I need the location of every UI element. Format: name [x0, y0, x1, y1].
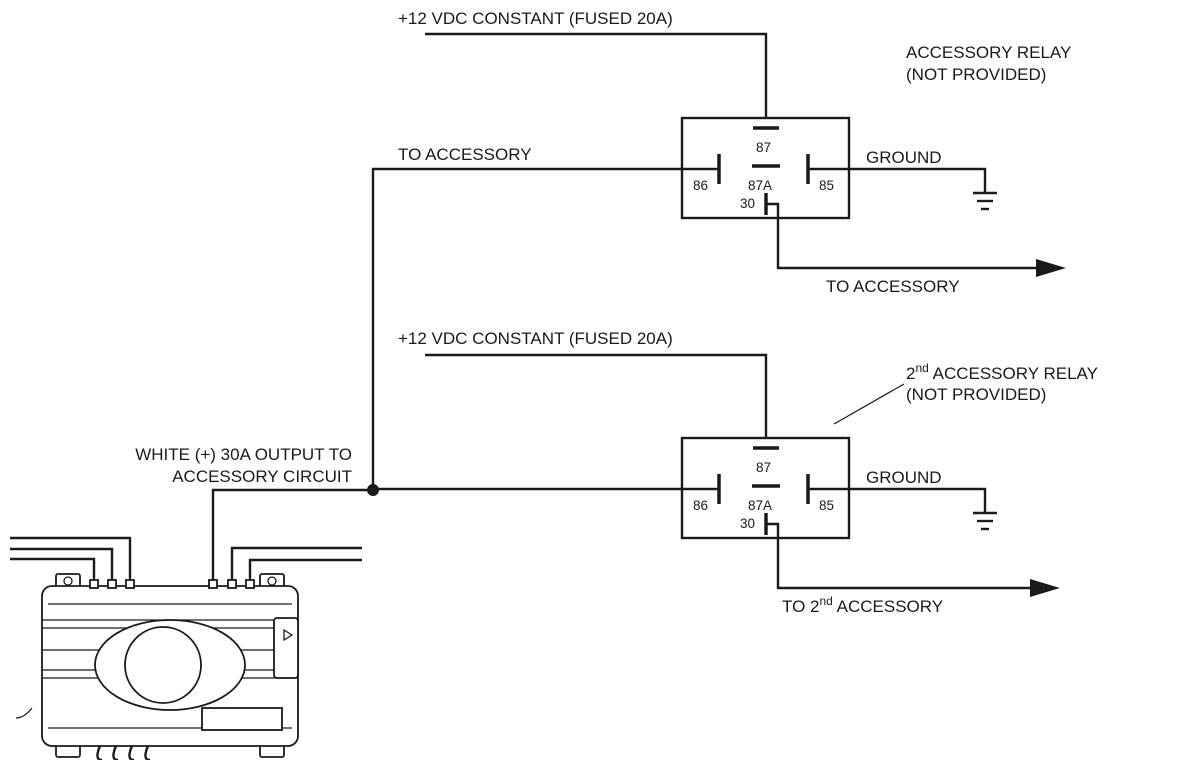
white-output-wire: [211, 488, 373, 584]
accessory-relay-2: +12 VDC CONSTANT (FUSED 20A) 2nd ACCESSO…: [373, 329, 1098, 616]
module-side-connector: [273, 617, 299, 679]
relay1-pin-30: 30: [740, 196, 755, 211]
module-top-connector-pins: [89, 579, 255, 589]
module-output-label-line2: ACCESSORY CIRCUIT: [172, 467, 352, 486]
relay2-pin-30: 30: [740, 516, 755, 531]
wire-junction-dot: [367, 484, 379, 496]
relay1-pin-86: 86: [693, 178, 708, 193]
relay2-ground-label: GROUND: [866, 468, 942, 487]
relay1-output-label: TO ACCESSORY: [826, 277, 960, 296]
relay2-pin-87a: 87A: [748, 498, 772, 513]
relay2-supply-label: +12 VDC CONSTANT (FUSED 20A): [398, 329, 673, 348]
relay1-pin-87: 87: [756, 140, 771, 155]
relay2-title-line2: (NOT PROVIDED): [906, 385, 1046, 404]
relay2-pin-87: 87: [756, 460, 771, 475]
relay2-supply-wire: [425, 353, 768, 448]
arrow-right-icon: [1036, 259, 1066, 277]
relay1-supply-label: +12 VDC CONSTANT (FUSED 20A): [398, 9, 673, 28]
module-logo-circle: [124, 626, 202, 704]
relay1-pin-87a: 87A: [748, 178, 772, 193]
module-output-label-line1: WHITE (+) 30A OUTPUT TO: [135, 445, 352, 464]
module-label-plate: [201, 707, 283, 731]
relay2-ground-wire: [808, 487, 987, 512]
relay1-pin86-wire: [371, 167, 719, 490]
relay1-supply-wire: [425, 32, 768, 128]
ground-symbol-icon: [973, 191, 997, 211]
left-harness-wires: [10, 536, 132, 584]
module-side-wire: [15, 707, 33, 719]
module-bottom-wire-loops: [96, 745, 151, 760]
relay2-pin-85: 85: [819, 498, 834, 513]
relay1-pin-85: 85: [819, 178, 834, 193]
relay1-output-wire: [766, 202, 1040, 270]
ground-symbol-icon: [973, 511, 997, 531]
relay2-output-label: TO 2nd ACCESSORY: [782, 594, 943, 616]
relay1-input-label: TO ACCESSORY: [398, 145, 532, 164]
relay2-pin-86: 86: [693, 498, 708, 513]
relay2-leader-line: [833, 383, 905, 425]
relay2-title-line1: 2nd ACCESSORY RELAY: [906, 361, 1098, 383]
module-led-icon: [283, 628, 294, 642]
remote-start-module: WHITE (+) 30A OUTPUT TO ACCESSORY CIRCUI…: [10, 445, 379, 760]
accessory-relay-1: +12 VDC CONSTANT (FUSED 20A) ACCESSORY R…: [371, 9, 1071, 490]
relay1-title-line2: (NOT PROVIDED): [906, 65, 1046, 84]
right-harness-wires: [230, 546, 362, 584]
arrow-right-icon: [1030, 579, 1060, 597]
relay2-output-wire: [766, 522, 1034, 590]
relay1-title-line1: ACCESSORY RELAY: [906, 43, 1071, 62]
relay1-ground-label: GROUND: [866, 148, 942, 167]
relay1-ground-wire: [808, 167, 987, 192]
